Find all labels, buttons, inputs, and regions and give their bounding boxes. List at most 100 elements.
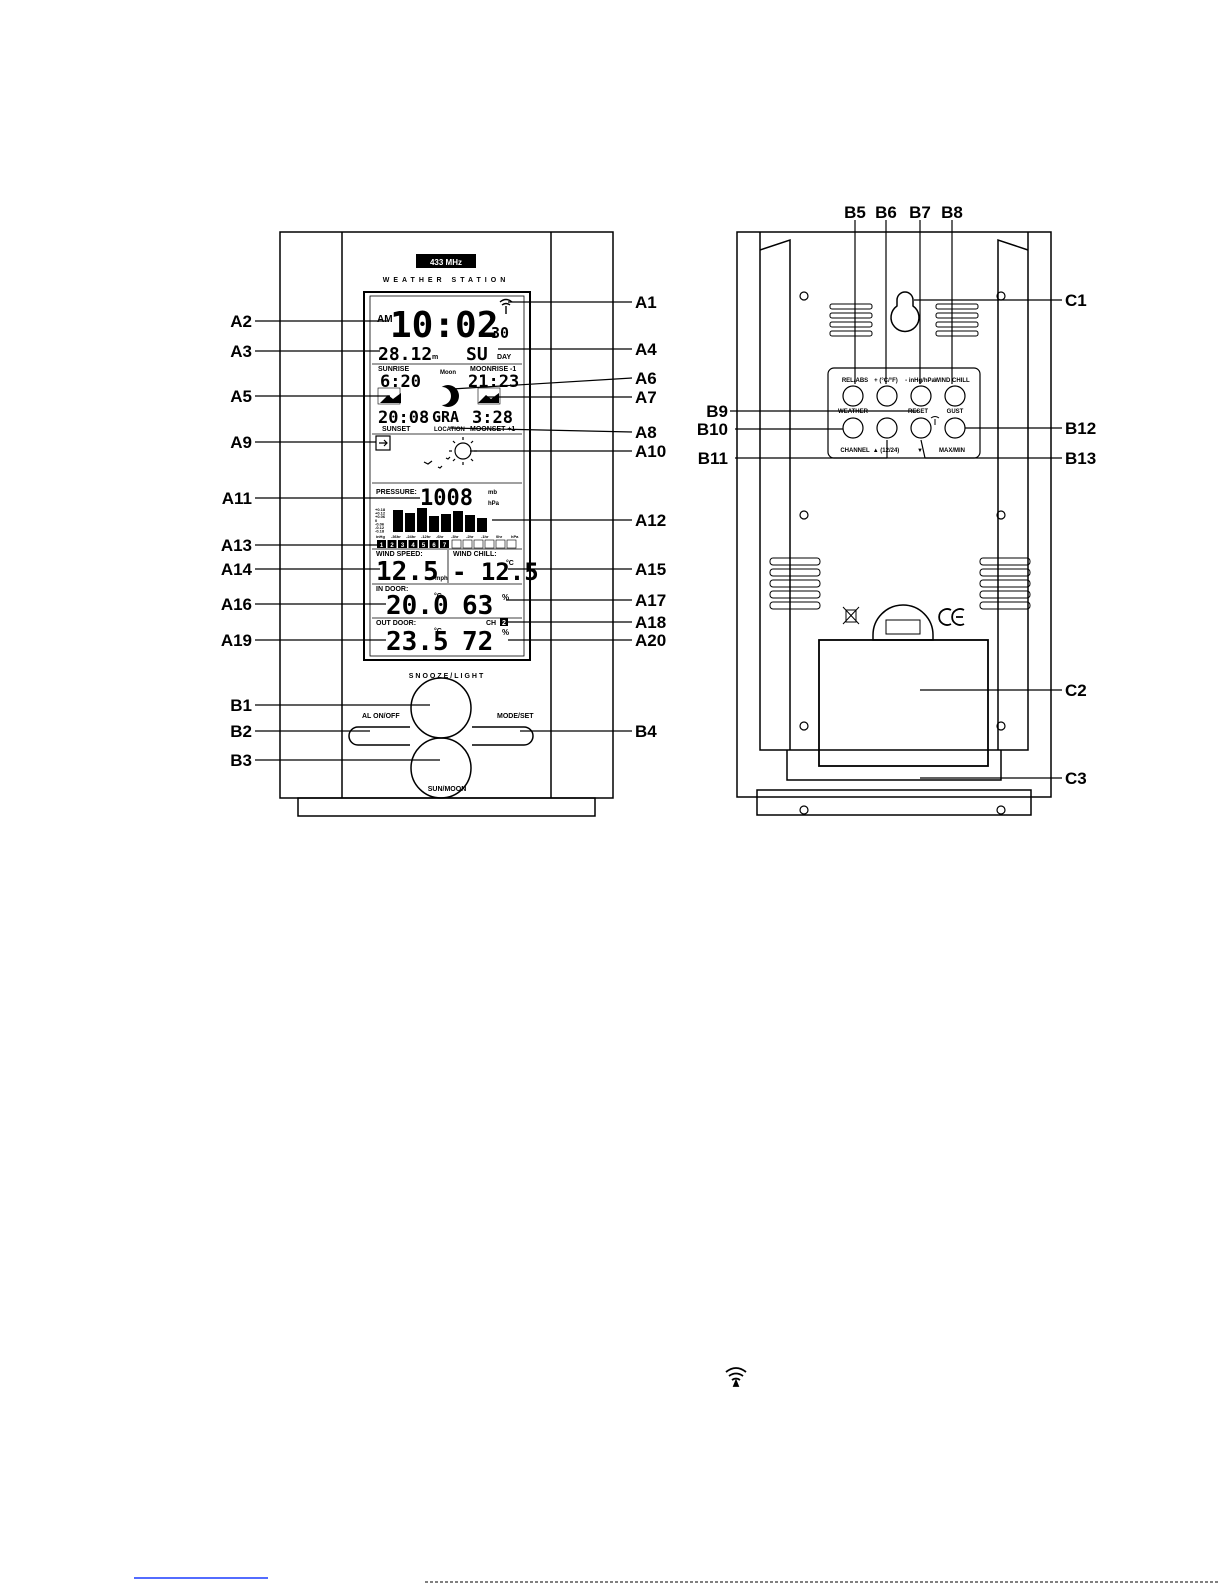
channel-button[interactable] xyxy=(842,417,864,439)
lcd-pressure-unit-mb: mb xyxy=(488,490,497,496)
lcd-sunset-label: SUNSET xyxy=(382,426,411,433)
lcd-moon-label: Moon xyxy=(440,370,456,376)
svg-text:433 MHz: 433 MHz xyxy=(430,258,462,267)
lcd-pressure-label: PRESSURE: xyxy=(376,489,417,496)
battery-cover[interactable] xyxy=(818,639,989,767)
callout-label-c1: C1 xyxy=(1065,291,1087,310)
day-box-label: 1 xyxy=(380,543,384,549)
day-box-empty xyxy=(495,539,506,549)
lcd-date-unit: m xyxy=(432,354,438,361)
callout-label-b7: B7 xyxy=(909,203,931,222)
lcd-outdoor-humidity: 72 xyxy=(462,627,493,657)
wall-mount-keyhole xyxy=(890,291,920,333)
back-button-label: CHANNEL xyxy=(840,448,870,454)
callout-label-b11: B11 xyxy=(698,449,728,468)
bird-icon xyxy=(423,456,451,469)
lcd-wind-chill-unit: °C xyxy=(506,559,514,567)
snooze-light-button[interactable] xyxy=(410,677,472,739)
plus-button[interactable] xyxy=(876,385,898,407)
day-box xyxy=(419,540,428,548)
day-box-label: 7 xyxy=(443,543,447,549)
lcd-channel-value: 2 xyxy=(502,620,506,627)
history-scale-label: -0.18 xyxy=(375,529,385,534)
callout-label-a3: A3 xyxy=(230,342,252,361)
callout-label-c2: C2 xyxy=(1065,681,1087,700)
callout-label-b10: B10 xyxy=(697,420,728,439)
day-box xyxy=(429,540,439,548)
back-button-label: ▼ xyxy=(917,448,923,454)
lcd-moonrise-label: MOONRISE -1 xyxy=(470,366,516,373)
callout-label-a9: A9 xyxy=(230,433,252,452)
history-axis-label: inHg xyxy=(376,534,385,539)
history-axis-label: -2hr xyxy=(466,534,474,539)
back-button-label: MAX/MIN xyxy=(939,448,965,454)
max-min-button[interactable] xyxy=(944,417,966,439)
lcd-weekday-unit: DAY xyxy=(497,354,511,361)
stand-hinge xyxy=(872,604,934,641)
callout-label-b2: B2 xyxy=(230,722,252,741)
mode-set-button[interactable] xyxy=(472,726,534,746)
al-onoff-button[interactable] xyxy=(348,726,410,746)
callout-label-a18: A18 xyxy=(635,613,666,632)
ce-mark-icon xyxy=(938,608,965,626)
lcd-outdoor-temp: 23.5 xyxy=(386,627,449,657)
back-button-bottom-labels: CHANNEL▲ (12/24)▼MAX/MIN xyxy=(840,448,965,454)
day-box-label: 2 xyxy=(390,543,394,549)
callout-label-a4: A4 xyxy=(635,340,657,359)
wind-chill-button[interactable] xyxy=(944,385,966,407)
callout-label-b6: B6 xyxy=(875,203,897,222)
day-box-empty xyxy=(484,539,495,549)
day-box-empty xyxy=(462,539,473,549)
weee-bin-icon xyxy=(842,606,860,625)
back-button-mid-labels: WEATHER RESET GUST xyxy=(838,409,964,415)
callout-label-b5: B5 xyxy=(844,203,866,222)
lcd-indoor-temp-unit: °C xyxy=(434,592,442,600)
callout-label-c3: C3 xyxy=(1065,769,1087,788)
lcd-outdoor-label: OUT DOOR: xyxy=(376,620,416,627)
history-axis-label: hPa xyxy=(511,534,519,539)
day-box xyxy=(398,540,407,548)
history-axis-label: -36hr xyxy=(391,534,401,539)
callout-label-a8: A8 xyxy=(635,423,657,442)
lcd-outdoor-temp-unit: °C xyxy=(434,627,442,635)
lcd-indoor-label: IN DOOR: xyxy=(376,586,408,593)
pressure-history-bars xyxy=(393,508,487,532)
day-box xyxy=(408,540,418,548)
history-axis-label: -6hr xyxy=(436,534,444,539)
up-button[interactable] xyxy=(876,417,898,439)
back-left-callouts xyxy=(730,410,918,459)
lcd-location: GRA xyxy=(432,408,459,426)
back-button-label: WEATHER xyxy=(838,409,869,415)
day-box-empty xyxy=(506,539,517,549)
lcd-wind-speed-value: 12.5 xyxy=(376,557,439,587)
back-button-label: RESET xyxy=(908,409,928,415)
rel-abs-button[interactable] xyxy=(842,385,864,407)
history-axis-label: 0hr xyxy=(496,534,503,539)
back-button-label: GUST xyxy=(947,409,964,415)
callout-label-a19: A19 xyxy=(221,631,252,650)
history-scale-label: +0.12 xyxy=(375,511,386,516)
sun-moon-button[interactable] xyxy=(410,737,472,799)
day-box-label: 4 xyxy=(411,543,415,549)
button-cluster[interactable] xyxy=(348,677,534,799)
callout-label-a15: A15 xyxy=(635,560,666,579)
lcd-seconds: 30 xyxy=(491,324,509,342)
minus-button[interactable] xyxy=(910,385,932,407)
lcd-indoor-humidity: 63 xyxy=(462,591,493,621)
lcd-sunrise-label: SUNRISE xyxy=(378,366,409,373)
lcd-date: 28.12 xyxy=(378,344,432,365)
down-button[interactable] xyxy=(910,417,932,439)
callout-label-b12: B12 xyxy=(1065,419,1096,438)
day-box xyxy=(387,540,397,548)
callout-label-a2: A2 xyxy=(230,312,252,331)
moonrise-icon xyxy=(477,387,501,405)
sun-moon-label: SUN/MOON xyxy=(428,786,467,793)
lcd-pressure-value: 1008 xyxy=(420,486,473,511)
callout-label-a5: A5 xyxy=(230,387,252,406)
front-left-callouts xyxy=(255,320,440,761)
front-right-callouts xyxy=(449,301,633,732)
